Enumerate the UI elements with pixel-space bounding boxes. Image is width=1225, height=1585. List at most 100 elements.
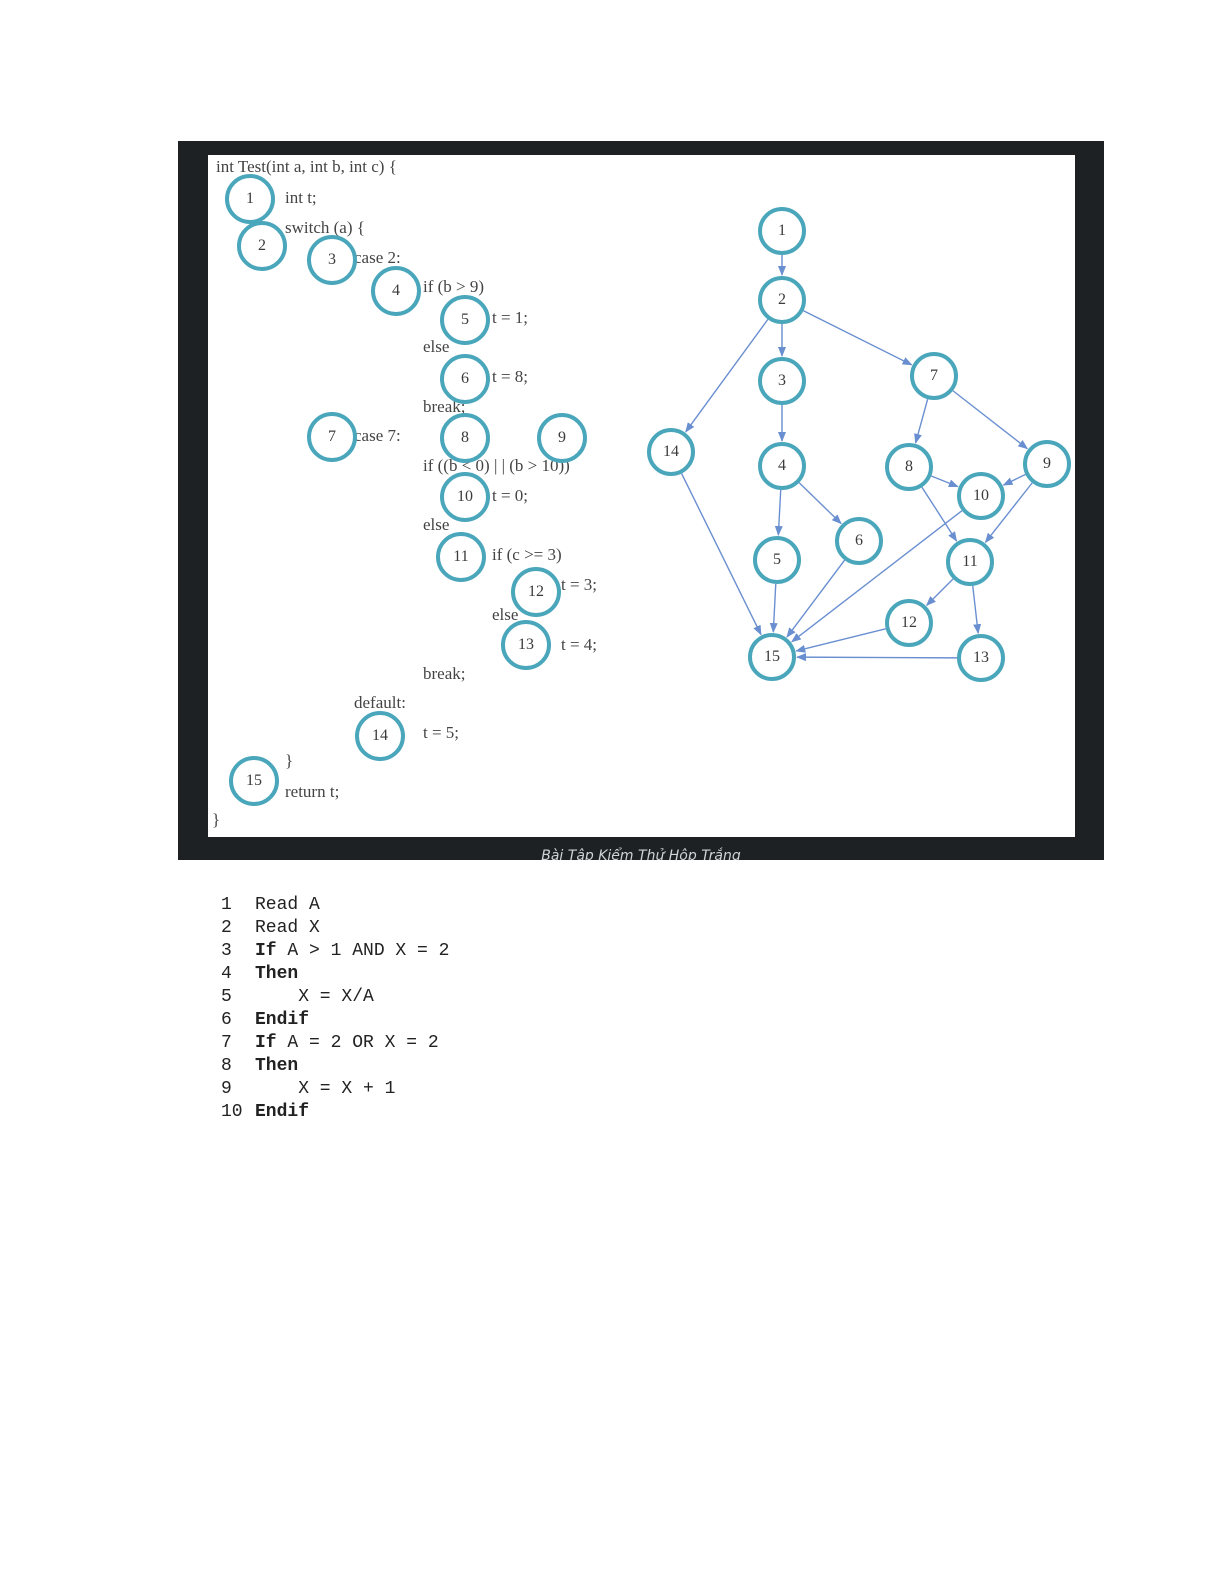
pseudocode-line: 7 If A = 2 OR X = 2 xyxy=(221,1032,621,1055)
line-number: 9 xyxy=(221,1079,232,1099)
code-line: case 7: xyxy=(354,426,401,445)
statement-text: A = 2 OR X = 2 xyxy=(276,1033,439,1053)
code-line: else xyxy=(423,337,450,356)
code-line: if (c >= 3) xyxy=(492,545,562,564)
line-number: 2 xyxy=(221,918,232,938)
line-number: 4 xyxy=(221,964,232,984)
graph-edge-10-15 xyxy=(791,510,963,643)
code-line: } xyxy=(285,751,294,770)
pseudocode-line: 2 Read X xyxy=(221,917,621,940)
figure-frame: int Test(int a, int b, int c) { int t; s… xyxy=(178,141,1104,860)
graph-node-15: 15 xyxy=(748,633,796,681)
graph-edge-8-11 xyxy=(921,486,958,542)
graph-edge-4-5 xyxy=(774,489,783,537)
code-annotation-circle: 1 xyxy=(225,174,275,224)
code-line: switch (a) { xyxy=(285,218,365,237)
code-line: t = 4; xyxy=(561,635,598,654)
line-number: 1 xyxy=(221,895,232,915)
graph-node-5: 5 xyxy=(753,536,801,584)
pseudocode-line: 6 Endif xyxy=(221,1009,621,1032)
code-annotation-circle: 4 xyxy=(371,266,421,316)
graph-edge-4-6 xyxy=(798,482,842,525)
pseudocode-line: 9 X = X + 1 xyxy=(221,1078,621,1101)
graph-edge-9-10 xyxy=(1002,473,1026,486)
keyword: Then xyxy=(255,1056,299,1076)
code-line: t = 1; xyxy=(492,308,529,327)
keyword: Then xyxy=(255,964,299,984)
keyword: Endif xyxy=(255,1102,310,1122)
code-line: int Test(int a, int b, int c) { xyxy=(216,157,397,176)
statement-text: Read X xyxy=(255,918,320,938)
line-number: 7 xyxy=(221,1033,232,1053)
keyword: Endif xyxy=(255,1010,310,1030)
line-number: 3 xyxy=(221,941,232,961)
graph-edge-7-9 xyxy=(952,390,1029,450)
graph-edge-11-12 xyxy=(925,578,954,607)
graph-node-1: 1 xyxy=(758,207,806,255)
code-line: int t; xyxy=(285,188,317,207)
graph-edge-8-10 xyxy=(931,475,959,488)
graph-node-7: 7 xyxy=(910,352,958,400)
code-annotation-circle: 10 xyxy=(440,472,490,522)
graph-edge-2-14 xyxy=(685,318,769,433)
graph-edge-6-15 xyxy=(786,559,846,638)
graph-node-8: 8 xyxy=(885,443,933,491)
line-number: 10 xyxy=(221,1102,243,1122)
graph-edge-7-8 xyxy=(914,398,929,444)
code-annotation-circle: 13 xyxy=(501,620,551,670)
code-annotation-circle: 14 xyxy=(355,711,405,761)
graph-edge-11-13 xyxy=(972,585,982,635)
graph-edge-14-15 xyxy=(680,473,762,636)
figure-caption: Bài Tập Kiểm Thử Hộp Trắng xyxy=(541,848,741,860)
graph-edge-13-15 xyxy=(795,653,958,662)
code-annotation-circle: 15 xyxy=(229,756,279,806)
keyword: If xyxy=(255,941,277,961)
graph-edge-2-7 xyxy=(803,310,913,366)
statement-text: X = X/A xyxy=(255,987,374,1007)
statement-text: A > 1 AND X = 2 xyxy=(276,941,450,961)
code-annotation-circle: 8 xyxy=(440,413,490,463)
statement-text: Read A xyxy=(255,895,320,915)
code-annotation-circle: 12 xyxy=(511,567,561,617)
keyword: If xyxy=(255,1033,277,1053)
graph-edge-5-15 xyxy=(769,583,778,634)
pseudocode-line: 10 Endif xyxy=(221,1101,621,1124)
code-annotation-circle: 3 xyxy=(307,235,357,285)
graph-edge-12-15 xyxy=(795,628,886,653)
graph-node-9: 9 xyxy=(1023,440,1071,488)
graph-node-2: 2 xyxy=(758,276,806,324)
code-line: t = 8; xyxy=(492,367,529,386)
line-number: 6 xyxy=(221,1010,232,1030)
code-annotation-circle: 11 xyxy=(436,532,486,582)
graph-node-14: 14 xyxy=(647,428,695,476)
control-flow-graph xyxy=(680,255,1033,662)
code-line: } xyxy=(212,810,221,829)
code-line: t = 5; xyxy=(423,723,460,742)
code-annotation-circle: 9 xyxy=(537,413,587,463)
code-line: else xyxy=(492,605,519,624)
code-line: else xyxy=(423,515,450,534)
code-annotation-circle: 7 xyxy=(307,412,357,462)
line-number: 5 xyxy=(221,987,232,1007)
code-line: case 2: xyxy=(354,248,401,267)
graph-node-10: 10 xyxy=(957,472,1005,520)
code-line: break; xyxy=(423,664,466,683)
graph-node-11: 11 xyxy=(946,538,994,586)
pseudocode-line: 3 If A > 1 AND X = 2 xyxy=(221,940,621,963)
statement-text: X = X + 1 xyxy=(255,1079,396,1099)
code-annotation-circle: 2 xyxy=(237,221,287,271)
graph-node-3: 3 xyxy=(758,357,806,405)
graph-node-6: 6 xyxy=(835,517,883,565)
code-line: t = 0; xyxy=(492,486,529,505)
pseudocode-line: 5 X = X/A xyxy=(221,986,621,1009)
code-annotation-circle: 5 xyxy=(440,295,490,345)
graph-edge-9-11 xyxy=(984,482,1033,544)
code-annotation-circle: 6 xyxy=(440,354,490,404)
graph-node-12: 12 xyxy=(885,599,933,647)
graph-node-13: 13 xyxy=(957,634,1005,682)
code-line: if (b > 9) xyxy=(423,277,485,296)
pseudocode-line: 1 Read A xyxy=(221,894,621,917)
control-flow-figure: int Test(int a, int b, int c) { int t; s… xyxy=(208,155,1075,837)
